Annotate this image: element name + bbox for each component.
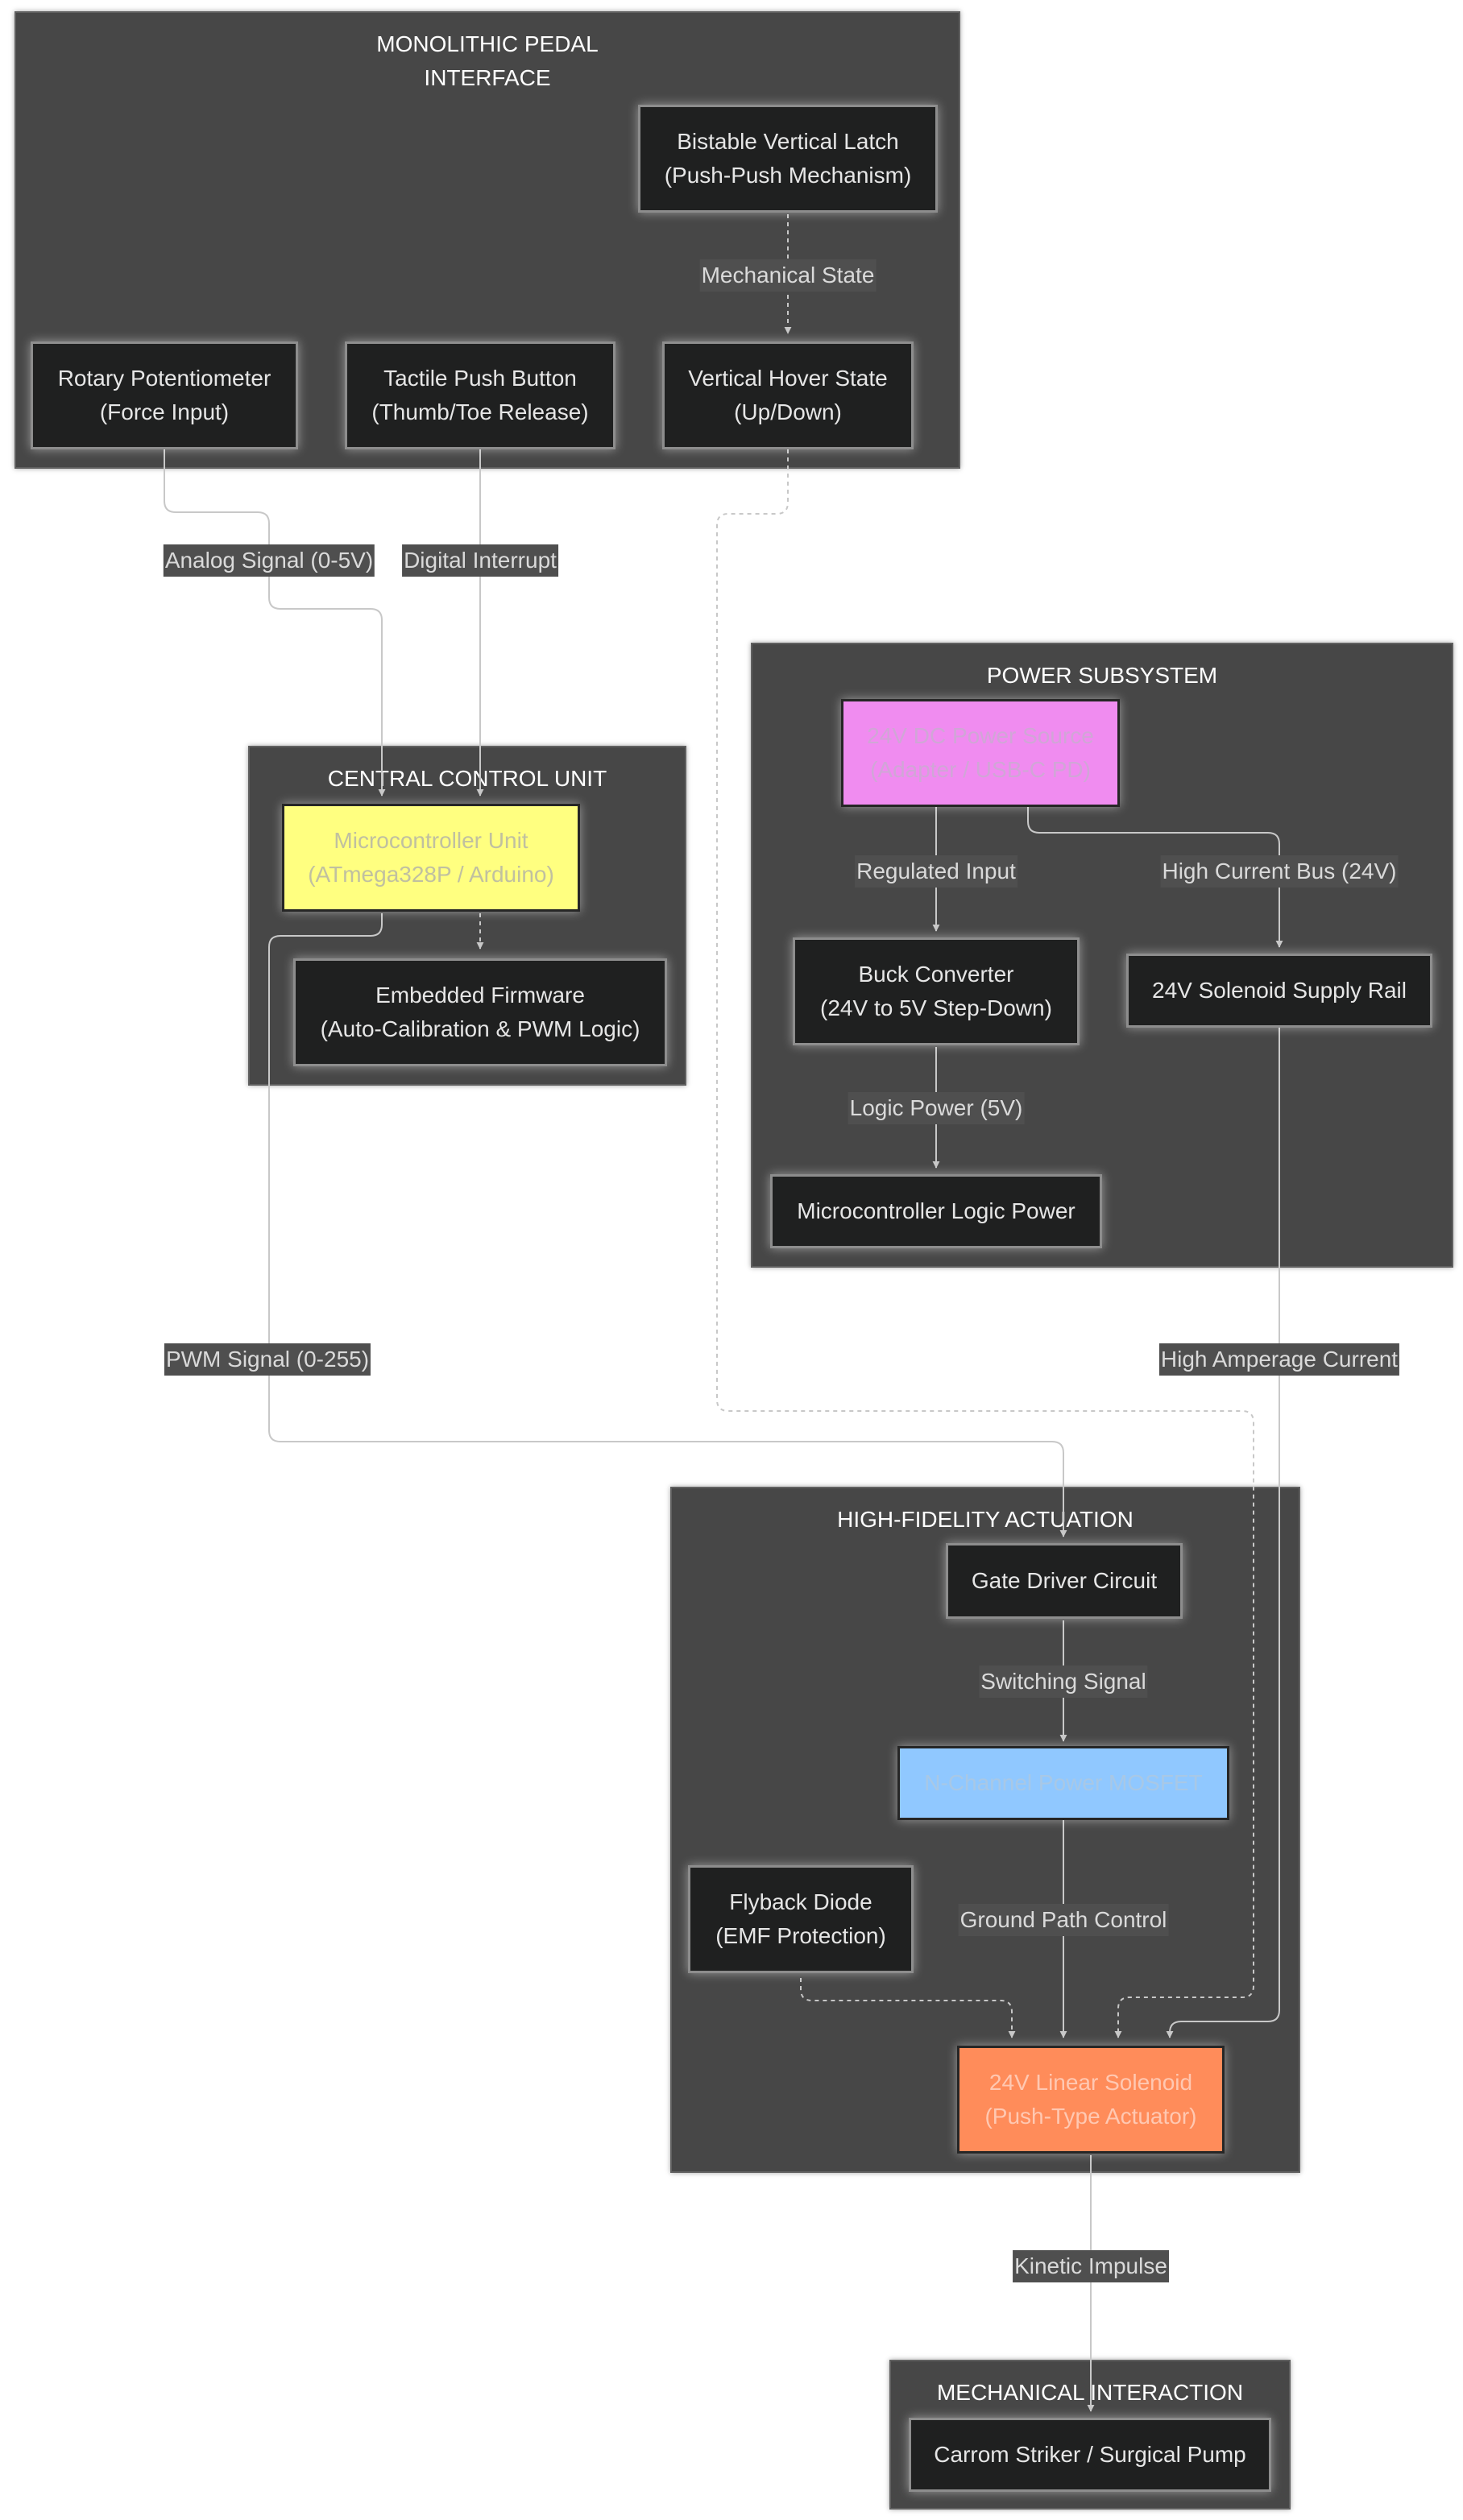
node-label: 24V Linear Solenoid (Push-Type Actuator) bbox=[984, 2070, 1197, 2129]
node-label: Embedded Firmware (Auto-Calibration & PW… bbox=[320, 983, 640, 1041]
node-n-channel-power-mosfet: N-Channel Power MOSFET bbox=[897, 1746, 1229, 1820]
node-label: 24V DC Power Source (Adapter / USB-C PD) bbox=[867, 723, 1094, 782]
cluster-title: CENTRAL CONTROL UNIT bbox=[327, 766, 607, 791]
edge-label-kinetic-impulse: Kinetic Impulse bbox=[1013, 2250, 1169, 2282]
node-24v-linear-solenoid: 24V Linear Solenoid (Push-Type Actuator) bbox=[957, 2046, 1225, 2154]
edge-mcu-to-gate bbox=[268, 913, 1067, 1537]
node-flyback-diode: Flyback Diode (EMF Protection) bbox=[688, 1865, 914, 1973]
edge-label-switching-signal: Switching Signal bbox=[979, 1666, 1148, 1698]
node-label: Microcontroller Unit (ATmega328P / Ardui… bbox=[308, 828, 554, 887]
node-microcontroller-logic-power: Microcontroller Logic Power bbox=[770, 1174, 1102, 1248]
node-label: 24V Solenoid Supply Rail bbox=[1152, 978, 1407, 1003]
node-label: N-Channel Power MOSFET bbox=[924, 1770, 1203, 1795]
cluster-title: HIGH-FIDELITY ACTUATION bbox=[837, 1507, 1134, 1532]
node-label: Vertical Hover State (Up/Down) bbox=[688, 366, 888, 424]
edge-rail-to-solenoid bbox=[1166, 1028, 1280, 2038]
edge-label-regulated-input: Regulated Input bbox=[855, 855, 1017, 888]
edge-label-digital-interrupt: Digital Interrupt bbox=[402, 544, 558, 577]
node-label: Rotary Potentiometer (Force Input) bbox=[57, 366, 271, 424]
edge-psu-to-rail bbox=[1027, 807, 1283, 948]
edge-label-high-amperage-current: High Amperage Current bbox=[1158, 1343, 1400, 1376]
edge-label-high-current-bus: High Current Bus (24V) bbox=[1160, 855, 1399, 888]
edge-label-analog-signal: Analog Signal (0-5V) bbox=[163, 544, 375, 577]
node-label: Carrom Striker / Surgical Pump bbox=[934, 2442, 1246, 2467]
node-label: Bistable Vertical Latch (Push-Push Mecha… bbox=[664, 129, 912, 188]
node-carrom-striker-surgical-pump: Carrom Striker / Surgical Pump bbox=[909, 2418, 1271, 2492]
node-buck-converter: Buck Converter (24V to 5V Step-Down) bbox=[793, 937, 1080, 1045]
node-24v-solenoid-supply-rail: 24V Solenoid Supply Rail bbox=[1126, 954, 1432, 1028]
node-label: Buck Converter (24V to 5V Step-Down) bbox=[820, 962, 1052, 1020]
node-label: Flyback Diode (EMF Protection) bbox=[715, 1889, 886, 1948]
node-gate-driver-circuit: Gate Driver Circuit bbox=[946, 1543, 1183, 1619]
node-24v-dc-power-source: 24V DC Power Source (Adapter / USB-C PD) bbox=[841, 699, 1120, 807]
cluster-title: POWER SUBSYSTEM bbox=[986, 663, 1218, 688]
edge-diode-to-solenoid bbox=[800, 1978, 1016, 2038]
edge-label-mechanical-state: Mechanical State bbox=[699, 259, 877, 292]
edge-label-pwm-signal: PWM Signal (0-255) bbox=[164, 1343, 371, 1376]
node-bistable-vertical-latch: Bistable Vertical Latch (Push-Push Mecha… bbox=[638, 105, 938, 213]
node-label: Tactile Push Button (Thumb/Toe Release) bbox=[371, 366, 589, 424]
node-rotary-potentiometer: Rotary Potentiometer (Force Input) bbox=[31, 341, 298, 449]
cluster-title: MECHANICAL INTERACTION bbox=[936, 2380, 1244, 2405]
node-embedded-firmware: Embedded Firmware (Auto-Calibration & PW… bbox=[293, 958, 667, 1066]
edge-pot-to-mcu bbox=[164, 449, 386, 797]
edge-label-ground-path-control: Ground Path Control bbox=[958, 1904, 1169, 1936]
node-vertical-hover-state: Vertical Hover State (Up/Down) bbox=[662, 341, 914, 449]
node-tactile-push-button: Tactile Push Button (Thumb/Toe Release) bbox=[345, 341, 615, 449]
node-microcontroller-unit: Microcontroller Unit (ATmega328P / Ardui… bbox=[282, 804, 580, 912]
cluster-title: MONOLITHIC PEDAL INTERFACE bbox=[376, 31, 599, 90]
edge-label-logic-power: Logic Power (5V) bbox=[848, 1092, 1025, 1124]
node-label: Gate Driver Circuit bbox=[971, 1568, 1158, 1593]
node-label: Microcontroller Logic Power bbox=[797, 1198, 1075, 1223]
